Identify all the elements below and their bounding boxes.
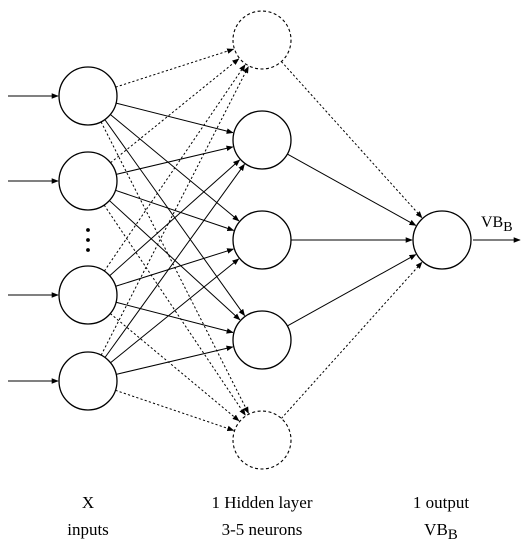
hidden-node-1	[232, 110, 292, 170]
input-arrows	[8, 93, 59, 384]
output-arrow-label: VBB	[481, 214, 513, 235]
input-node-3	[58, 265, 118, 325]
input-node-2	[58, 151, 118, 211]
output-layer-label: 1 output	[413, 493, 469, 512]
edge-input-2-hidden-1	[116, 145, 234, 175]
hidden-node-optional-2	[232, 410, 292, 470]
edge-input-2-hidden-2	[115, 189, 235, 231]
network-nodes	[58, 10, 472, 470]
edge-input-2-hidden-optional-1	[110, 58, 240, 164]
input-node-4	[58, 351, 118, 411]
edge-input-1-hidden-1	[115, 102, 234, 134]
edge-input-4-hidden-3	[116, 345, 234, 375]
edge-input-3-hidden-optional-2	[109, 313, 240, 422]
edge-input-4-hidden-2	[110, 258, 240, 364]
output-variable-label: VBB	[424, 520, 458, 543]
edge-input-3-hidden-3	[115, 301, 234, 334]
edge-hidden-optional-1-output	[281, 61, 423, 219]
hidden-node-3	[232, 310, 292, 370]
hidden-layer-label: 1 Hidden layer	[211, 493, 312, 512]
hidden-neurons-label: 3-5 neurons	[222, 520, 303, 539]
connection-edges	[100, 48, 423, 431]
input-label-inputs: inputs	[67, 520, 109, 539]
input-ellipsis	[86, 228, 90, 252]
input-label-x: X	[82, 493, 94, 512]
output-node	[412, 210, 472, 270]
hidden-node-optional-1	[232, 10, 292, 70]
input-node-1	[58, 66, 118, 126]
edge-hidden-3-output	[287, 254, 417, 327]
edge-input-4-hidden-optional-1	[100, 66, 249, 356]
hidden-node-2	[232, 210, 292, 270]
edge-input-1-hidden-optional-1	[115, 48, 235, 88]
edge-input-3-hidden-1	[109, 159, 241, 277]
edge-input-3-hidden-2	[115, 248, 235, 287]
edge-hidden-optional-2-output	[281, 261, 423, 419]
edge-input-4-hidden-optional-2	[115, 389, 235, 431]
edge-input-3-hidden-optional-1	[103, 64, 246, 272]
edge-hidden-1-output	[287, 153, 417, 226]
edge-input-4-hidden-1	[104, 163, 245, 358]
